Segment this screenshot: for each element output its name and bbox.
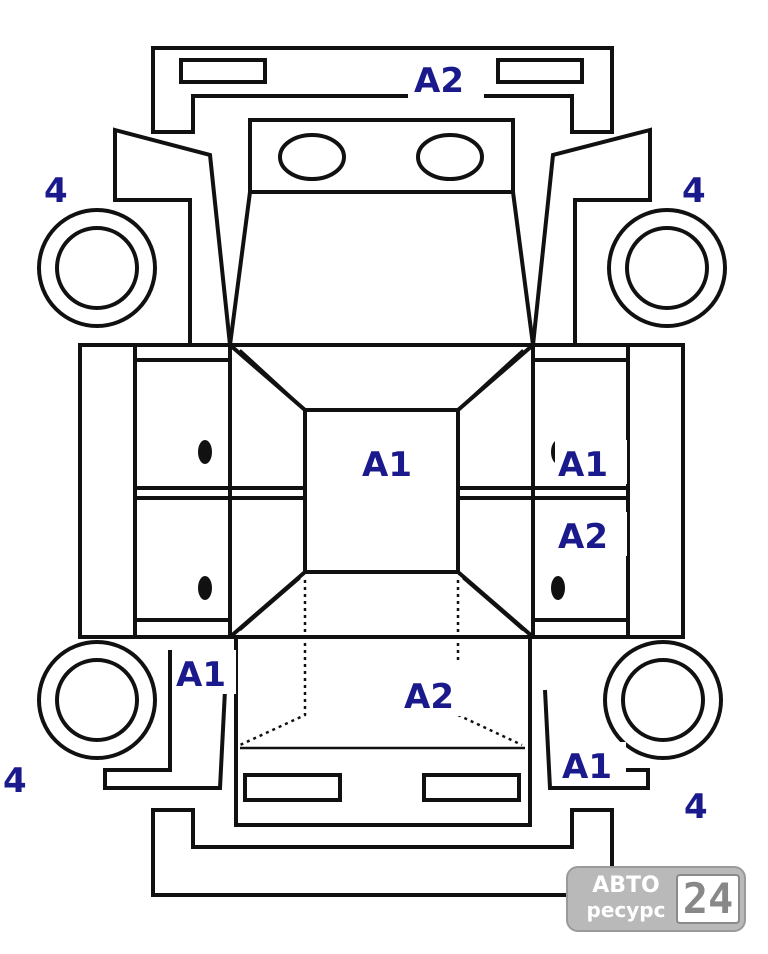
watermark-text: АВТО ресурс — [580, 873, 672, 923]
wheel-rear-left — [37, 640, 157, 760]
label-top-bumper: A2 — [414, 61, 464, 101]
watermark-line2: ресурс — [586, 898, 666, 922]
label-rear-left-fender: A1 — [176, 655, 226, 695]
label-wheel-front-left: 4 — [44, 171, 68, 211]
watermark-logo: АВТО ресурс 24 — [566, 866, 746, 932]
wheel-rear-right — [603, 640, 723, 760]
label-front-right-door: A1 — [558, 445, 608, 485]
trunk — [234, 637, 532, 827]
label-roof: A1 — [362, 445, 412, 485]
wheel-front-right — [607, 208, 727, 328]
cabin — [228, 343, 535, 747]
front-bumper — [151, 46, 614, 134]
watermark-line1: АВТО — [592, 873, 660, 898]
label-wheel-front-right: 4 — [682, 171, 706, 211]
label-wheel-rear-right: 4 — [684, 787, 708, 827]
wheel-front-left — [37, 208, 157, 328]
label-rear-right-door: A2 — [558, 517, 608, 557]
hood — [228, 118, 535, 346]
body-sides — [78, 343, 685, 639]
rear-fenders — [103, 650, 650, 790]
front-fenders — [113, 127, 652, 347]
label-trunk: A2 — [404, 677, 454, 717]
watermark-number: 24 — [676, 874, 740, 924]
label-wheel-rear-left: 4 — [3, 761, 27, 801]
label-rear-right-fender: A1 — [562, 747, 612, 787]
damage-labels: A2 A1 A1 A2 A1 A2 A1 4 4 4 4 — [3, 55, 708, 827]
rear-bumper — [151, 808, 614, 897]
